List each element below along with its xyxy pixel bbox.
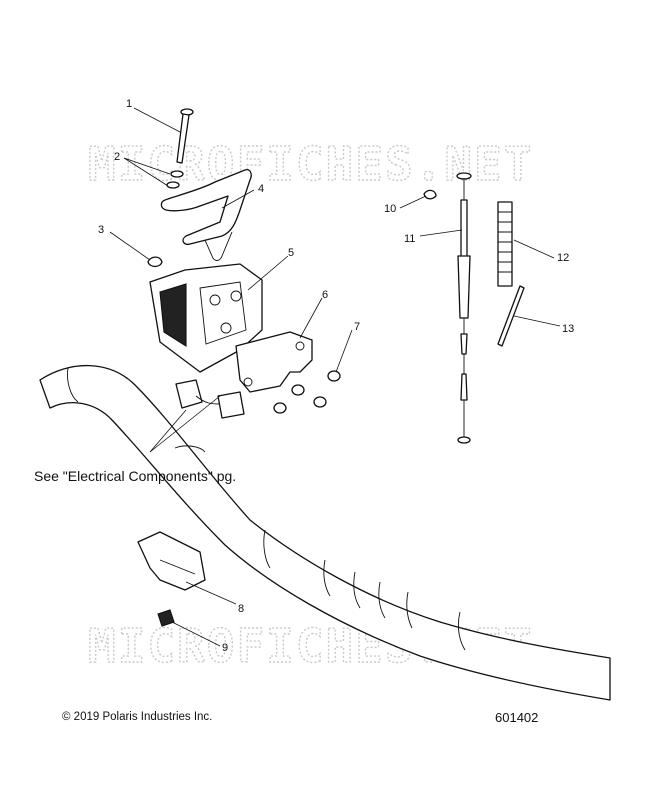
part-10-clip bbox=[423, 189, 437, 200]
callout-6: 6 bbox=[322, 289, 328, 301]
watermark-top: MICROFICHES.NET bbox=[88, 137, 533, 191]
part-11-cable bbox=[456, 172, 472, 444]
part-4-bracket bbox=[160, 168, 252, 261]
part-3-clip bbox=[147, 256, 163, 268]
part-2-washers bbox=[166, 170, 184, 189]
part-5-housing bbox=[149, 263, 263, 373]
callout-11: 11 bbox=[404, 233, 415, 245]
part-12-grip bbox=[497, 201, 513, 287]
callout-3: 3 bbox=[98, 224, 104, 236]
part-9-plug bbox=[157, 609, 175, 627]
diagram-number: 601402 bbox=[495, 710, 539, 725]
callout-12: 12 bbox=[557, 252, 569, 264]
part-8-switch bbox=[137, 531, 206, 591]
callout-5: 5 bbox=[288, 247, 294, 259]
leader-lines bbox=[109, 107, 561, 647]
callout-10: 10 bbox=[384, 203, 396, 215]
callout-7: 7 bbox=[354, 321, 360, 333]
part-7-screws bbox=[273, 370, 341, 414]
connector bbox=[175, 379, 245, 419]
callout-9: 9 bbox=[222, 642, 228, 654]
handlebar bbox=[39, 364, 611, 701]
part-1-pin bbox=[176, 108, 194, 164]
callout-13: 13 bbox=[562, 323, 574, 335]
callout-2: 2 bbox=[114, 151, 120, 163]
electrical-components-note: See "Electrical Components" pg. bbox=[34, 468, 237, 484]
callout-4: 4 bbox=[258, 183, 264, 195]
copyright-text: © 2019 Polaris Industries Inc. bbox=[62, 711, 213, 723]
callout-8: 8 bbox=[238, 603, 244, 615]
callout-1: 1 bbox=[126, 98, 132, 110]
part-13-rod bbox=[497, 285, 525, 347]
